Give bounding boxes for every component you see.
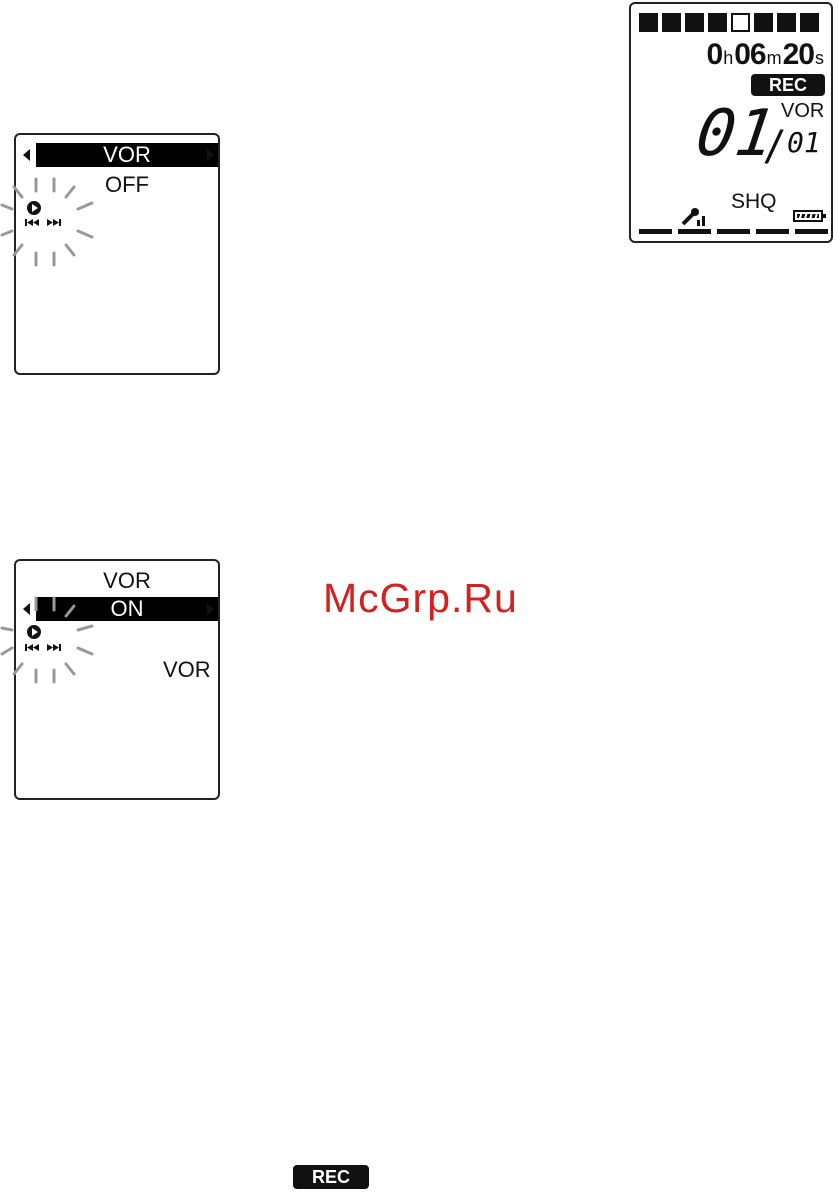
minutes: 06 xyxy=(734,38,765,71)
segment xyxy=(777,13,796,32)
segment xyxy=(754,13,773,32)
rec-badge-bottom: REC xyxy=(293,1165,369,1189)
left-arrow-icon xyxy=(23,149,30,161)
recording-mode: SHQ xyxy=(731,190,777,214)
seconds-unit: s xyxy=(815,48,823,68)
track-total: 01 xyxy=(787,126,821,159)
segment xyxy=(731,13,750,32)
track-number: 01 xyxy=(693,102,779,166)
vor-indicator: VOR xyxy=(163,657,211,683)
watermark: McGrp.Ru xyxy=(323,575,518,622)
hours-unit: h xyxy=(723,48,732,68)
button-press-burst-icon xyxy=(0,175,95,285)
button-press-burst-icon xyxy=(0,592,95,684)
right-arrow-icon xyxy=(207,149,214,161)
segment xyxy=(685,13,704,32)
minutes-unit: m xyxy=(767,48,781,68)
segment xyxy=(639,13,658,32)
seconds: 20 xyxy=(783,38,814,71)
segment xyxy=(662,13,681,32)
memory-remaining-indicator xyxy=(639,13,819,32)
menu-title: VOR xyxy=(36,569,218,593)
segment xyxy=(708,13,727,32)
menu-selected-item: VOR xyxy=(36,143,218,167)
recorder-display: 0h06m20s REC 01 / VOR 01 SHQ xyxy=(629,2,833,243)
right-arrow-icon xyxy=(207,603,214,615)
rec-badge: REC xyxy=(751,74,825,96)
vor-label: VOR xyxy=(781,100,824,123)
track-slash: / xyxy=(767,120,780,174)
battery-icon xyxy=(793,210,823,222)
elapsed-time: 0h06m20s xyxy=(707,38,825,72)
hours: 0 xyxy=(707,38,723,71)
mic-sensitivity-icon xyxy=(681,206,709,228)
level-meter xyxy=(639,229,828,234)
segment xyxy=(800,13,819,32)
